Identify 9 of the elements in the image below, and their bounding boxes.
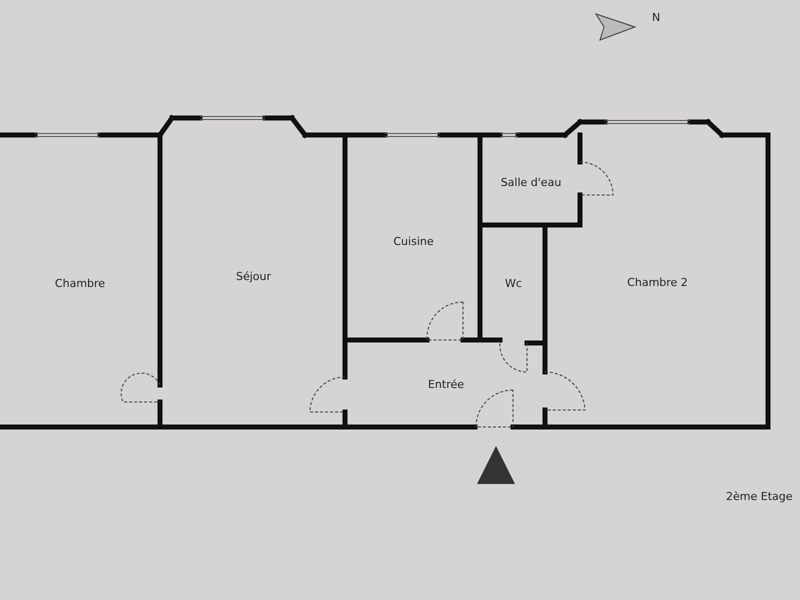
room-name: Chambre 2: [627, 276, 688, 288]
room-name: Wc: [505, 277, 522, 290]
room-name: Cuisine: [393, 234, 434, 248]
compass-letter: N: [652, 11, 660, 24]
room-name: Séjour: [236, 270, 272, 282]
room-name: Salle d'eau: [500, 176, 562, 189]
floor-label: 2ème Etage: [726, 490, 792, 503]
room-name: Chambre: [54, 277, 106, 290]
room-name: Entrée: [428, 378, 464, 391]
